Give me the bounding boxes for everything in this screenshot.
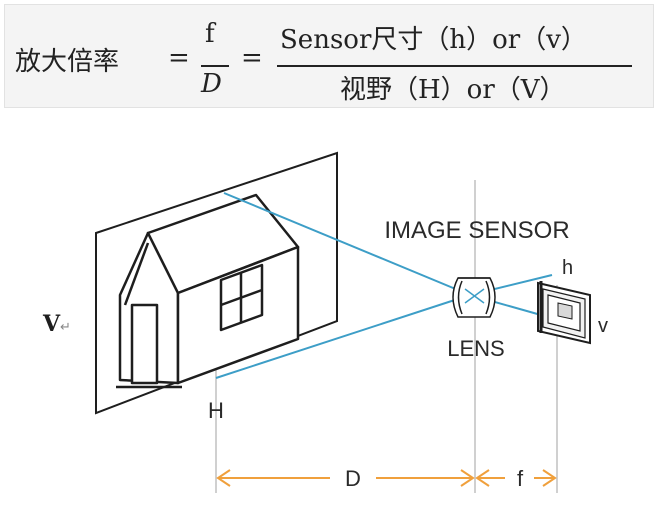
image-sensor-icon	[537, 281, 591, 345]
formula-numerator-sensor: Sensor尺寸（h）or（v）	[280, 25, 587, 55]
optics-diagram-svg: IMAGE SENSOR LENS h v V ↵ H D f	[42, 151, 608, 493]
fraction-bar-2	[277, 65, 632, 67]
lens-ray-cross	[464, 288, 485, 304]
formula-numerator-f: f	[205, 19, 215, 49]
lens-icon	[452, 277, 496, 318]
return-mark: ↵	[60, 320, 71, 335]
magnification-formula: 放大倍率 = f D = Sensor尺寸（h）or（v） 视野（H）or（V）	[4, 4, 654, 108]
v-label: v	[598, 315, 608, 337]
dimension-d-arrow	[216, 469, 475, 487]
formula-equals-2: =	[241, 43, 263, 73]
formula-equals-1: =	[168, 43, 190, 73]
formula-lhs: 放大倍率	[15, 47, 120, 77]
dimension-f-arrow	[475, 469, 557, 487]
fraction-bar-1	[201, 65, 229, 67]
lens-label: LENS	[447, 336, 504, 361]
big-v-label: V	[42, 311, 61, 337]
f-label: f	[517, 466, 524, 491]
image-sensor-label: IMAGE SENSOR	[384, 217, 569, 244]
d-label: D	[345, 466, 361, 491]
h-label: h	[562, 257, 573, 279]
house-icon	[116, 193, 300, 389]
formula-denominator-fov: 视野（H）or（V）	[340, 75, 566, 105]
big-h-label: H	[208, 398, 224, 423]
formula-denominator-d: D	[201, 69, 222, 99]
optics-diagram: IMAGE SENSOR LENS h v V ↵ H D f	[0, 135, 660, 523]
